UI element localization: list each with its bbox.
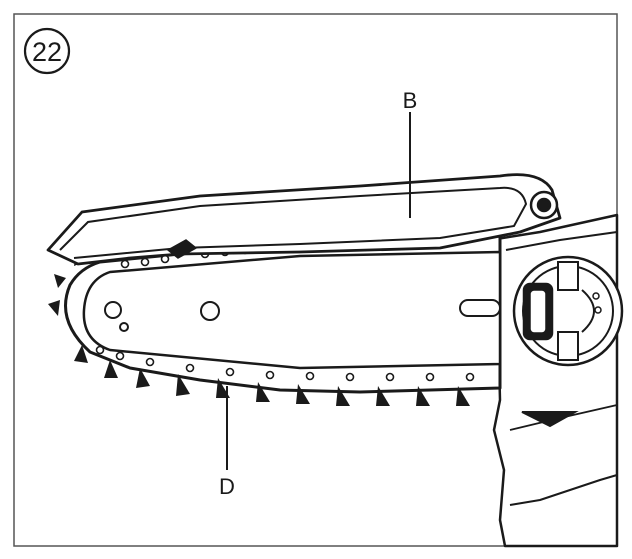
bar-holes <box>104 299 501 332</box>
chain-teeth <box>48 252 470 406</box>
callout-d: D <box>219 474 235 499</box>
figure-number: 22 <box>32 37 62 67</box>
chain-cover-icon <box>46 173 562 266</box>
figure-number-badge: 22 <box>23 27 71 75</box>
direction-arrow-icon <box>521 411 579 428</box>
tension-knob-icon <box>512 255 624 367</box>
guide-bar-icon <box>82 250 502 370</box>
callout-b: B <box>403 88 418 113</box>
cover-screw-icon <box>529 190 559 220</box>
chain-links-bottom <box>95 345 475 382</box>
